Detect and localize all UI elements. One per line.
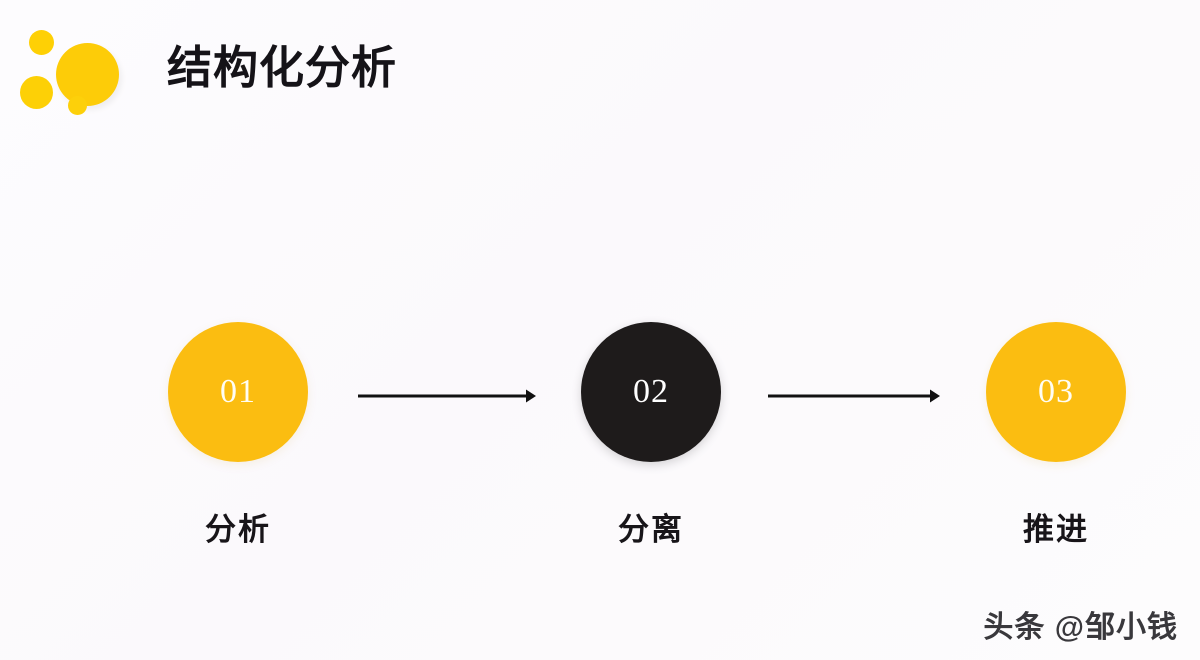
flow-step-03: 03 推进 xyxy=(956,300,1156,545)
step-number-01: 01 xyxy=(220,373,256,410)
step-label-01: 分析 xyxy=(205,512,271,547)
arrow-step1-to-step2-icon xyxy=(358,385,536,407)
page-title: 结构化分析 xyxy=(167,42,398,93)
logo-dot-large xyxy=(56,43,119,106)
watermark: 头条 @邹小钱 xyxy=(983,611,1178,644)
step-label-03: 推进 xyxy=(1023,512,1089,547)
arrow-step2-to-step3-icon xyxy=(768,385,940,407)
step-number-02: 02 xyxy=(633,373,669,410)
step-label-02: 分离 xyxy=(618,512,684,547)
four-dot-cluster-icon xyxy=(14,22,126,122)
process-flow-diagram: 01 分析 02 分离 03 xyxy=(0,300,1200,590)
logo-dot-top-left xyxy=(29,30,54,55)
flow-step-01: 01 分析 xyxy=(138,300,338,545)
slide-header: 结构化分析 xyxy=(0,0,1200,140)
step-circle-01: 01 xyxy=(168,322,308,462)
step-number-03: 03 xyxy=(1038,373,1074,410)
logo-dot-bottom-left xyxy=(20,76,53,109)
step-circle-03: 03 xyxy=(986,322,1126,462)
logo-dot-small xyxy=(68,96,87,115)
flow-step-02: 02 分离 xyxy=(551,300,751,545)
step-circle-02: 02 xyxy=(581,322,721,462)
